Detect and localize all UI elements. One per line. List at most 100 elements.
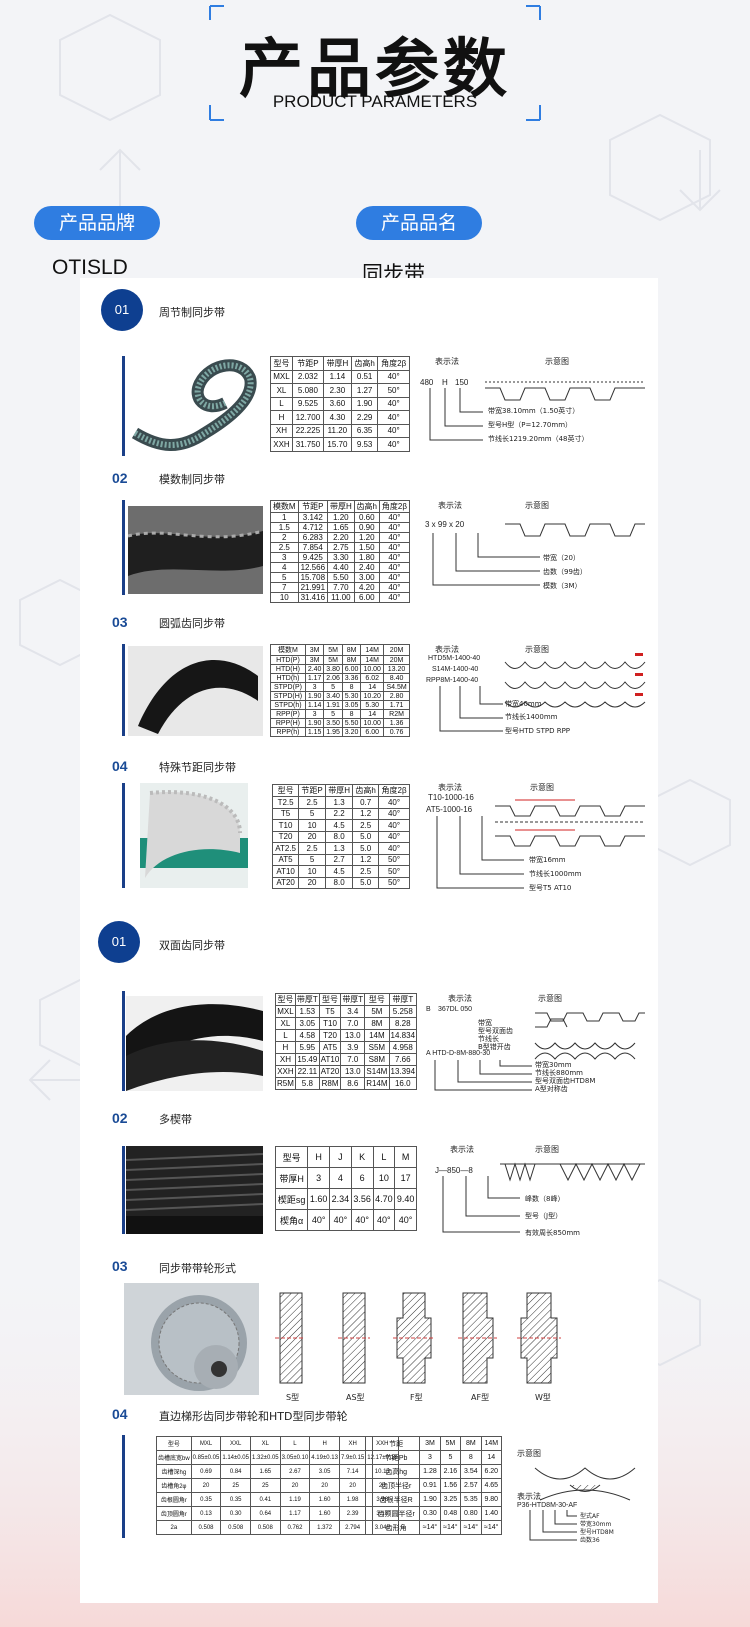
table-cell: 0.51 — [350, 369, 379, 384]
table-cell: 型号 — [275, 993, 296, 1006]
table-cell: 9.80 — [480, 1492, 503, 1507]
table-cell: 6.00 — [360, 727, 385, 737]
table-cell: MXL — [275, 1005, 296, 1018]
table-cell: H — [307, 1146, 331, 1168]
table-cell: 10 — [372, 1167, 396, 1189]
table-cell: 6 — [350, 1167, 374, 1189]
table-cell: 模数M — [270, 644, 306, 656]
table-cell: 7 — [270, 582, 299, 593]
table-cell: 40° — [372, 1209, 396, 1231]
table-cell: 14M — [480, 1436, 503, 1451]
table-cell: 3.00 — [353, 572, 380, 583]
table-cell: 楔角α — [274, 1209, 309, 1231]
table-cell: 3.142 — [297, 512, 329, 523]
section-4-code-1: T10-1000-16 — [428, 793, 474, 802]
table-cell: H — [275, 1041, 296, 1054]
section-8-code: P36-HTD8M-30-AF — [517, 1502, 578, 1509]
pulley-photo — [124, 1283, 259, 1395]
table-cell: 5.35 — [460, 1492, 482, 1507]
table-cell: 0.80 — [460, 1506, 482, 1521]
table-cell: HTD(P) — [270, 655, 306, 665]
table-cell: 14M — [360, 655, 385, 665]
table-cell: 40° — [378, 562, 411, 573]
table-cell: 5 — [323, 709, 343, 719]
table-cell: 1.17 — [279, 1506, 311, 1521]
table-cell: 1.90 — [304, 718, 325, 728]
table-cell: 5 — [270, 572, 299, 583]
table-cell: 20 — [190, 1478, 222, 1493]
table-cell: 角度2β — [377, 356, 410, 371]
table-cell: J — [329, 1146, 352, 1168]
section-4-diagram-heading: 示意图 — [530, 783, 554, 792]
table-cell: 2.794 — [338, 1520, 367, 1535]
table-cell: 4.58 — [294, 1029, 320, 1042]
table-cell: 齿高h — [352, 784, 380, 797]
table-cell: 15.70 — [322, 437, 352, 452]
section-8-tooth-diagram — [534, 1467, 636, 1501]
table-cell: T10 — [271, 819, 300, 832]
table-cell: H — [270, 410, 293, 425]
table-cell: 10.00 — [360, 718, 385, 728]
table-cell: 3.05 — [309, 1464, 340, 1479]
pulley-type-af: AF型 — [471, 1393, 490, 1402]
table-cell: 2.2 — [324, 807, 354, 820]
table-cell: 1.5 — [270, 522, 299, 533]
section-5-leader-lines — [434, 1060, 532, 1091]
section-5-bar — [122, 991, 125, 1091]
table-cell: 5 — [439, 1450, 462, 1465]
table-cell: 40° — [350, 1209, 374, 1231]
table-cell: 4.20 — [353, 582, 380, 593]
table-cell: 8.28 — [388, 1017, 418, 1030]
table-cell: 20 — [279, 1478, 311, 1493]
table-cell: 10.00 — [360, 664, 385, 674]
section-1-note-2: 型号H型（P=12.70mm） — [488, 421, 573, 429]
table-cell: 1.65 — [327, 522, 355, 533]
table-cell: 5.0 — [352, 876, 380, 889]
section-6-profile-diagram — [500, 1162, 645, 1182]
section-5-note-a-2: 节线长880mm — [535, 1069, 583, 1077]
table-cell: S14M — [364, 1065, 390, 1078]
table-cell: XH — [270, 423, 293, 438]
table-cell: 带厚T — [388, 993, 418, 1006]
table-cell: 50° — [378, 853, 410, 866]
table-cell: 齿高hg — [371, 1464, 421, 1479]
table-cell: 1.14 — [322, 369, 352, 384]
table-cell: 16.0 — [388, 1077, 418, 1090]
section-5-note-b-1: 带宽 — [478, 1019, 492, 1027]
table-cell: 5.30 — [360, 700, 385, 710]
table-cell: 40° — [378, 796, 410, 809]
table-cell: 3.40 — [323, 691, 343, 701]
section-5-note-b-4: B型错开齿 — [478, 1043, 511, 1051]
special-pitch-belt-photo — [140, 783, 248, 888]
table-cell: AT20 — [271, 876, 300, 889]
table-cell: R14M — [364, 1077, 390, 1090]
table-cell: 1.14 — [304, 700, 325, 710]
section-2-note-3: 模数（3M） — [543, 582, 582, 590]
table-cell: 5M — [323, 655, 343, 665]
section-3-code-2: S14M-1400-40 — [432, 666, 479, 673]
table-cell: T20 — [271, 830, 300, 843]
table-cell: 3.54 — [460, 1464, 482, 1479]
table-cell: T5 — [271, 807, 300, 820]
table-cell: 9.525 — [291, 396, 324, 411]
table-cell: 0.64 — [249, 1506, 281, 1521]
table-cell: 1.56 — [439, 1478, 462, 1493]
table-cell: 40° — [329, 1209, 352, 1231]
table-cell: STPD(H) — [270, 691, 306, 701]
table-cell: R8M — [318, 1077, 342, 1090]
section-8-bar — [122, 1435, 125, 1538]
table-cell: 6.283 — [297, 532, 329, 543]
